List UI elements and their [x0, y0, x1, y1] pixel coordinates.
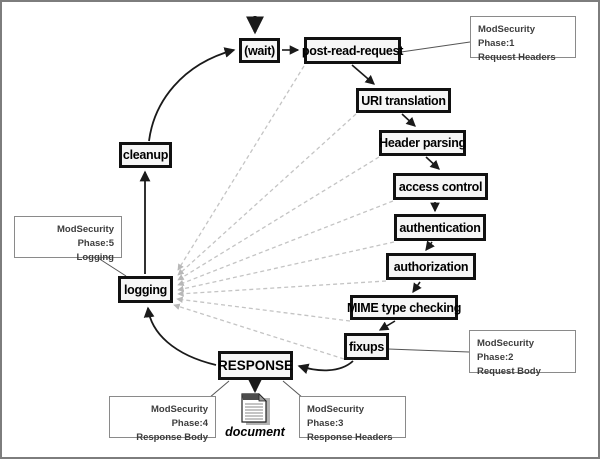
note-line: Response Headers	[307, 431, 393, 443]
note-connectors	[97, 41, 471, 399]
note-line: ModSecurity Phase:1	[478, 24, 536, 49]
dashed-jump-lines	[173, 65, 395, 360]
node-logging: logging	[118, 276, 173, 303]
note-modsecurity-phase3: ModSecurity Phase:3 Response Headers	[299, 396, 406, 443]
note-modsecurity-phase4: ModSecurity Phase:4 Response Body	[109, 396, 216, 443]
flow-arrows	[139, 16, 440, 394]
note-line: ModSecurity Phase:4	[150, 404, 208, 429]
node-uri-translation: URI translation	[356, 88, 451, 113]
note-modsecurity-phase1: ModSecurity Phase:1 Request Headers	[470, 16, 576, 63]
note-line: ModSecurity Phase:5	[56, 224, 114, 249]
node-cleanup: cleanup	[119, 142, 172, 168]
node-wait: (wait)	[239, 38, 280, 63]
node-header-parsing: Header parsing	[379, 130, 466, 156]
note-line: Response Body	[136, 431, 208, 443]
note-line: Logging	[76, 251, 114, 263]
node-fixups: fixups	[344, 333, 389, 360]
node-authentication: authentication	[394, 214, 486, 241]
note-line: Request Body	[477, 365, 541, 377]
node-post-read-request: post-read-request	[302, 37, 403, 64]
node-access-control: access control	[393, 173, 488, 200]
document-label: document	[225, 425, 285, 439]
note-line: ModSecurity Phase:2	[477, 338, 535, 363]
node-authorization: authorization	[386, 253, 476, 280]
node-response: RESPONSE	[218, 351, 293, 380]
node-mime-type-checking: MIME type checking	[347, 295, 461, 320]
note-line: ModSecurity Phase:3	[307, 404, 365, 429]
note-line: Request Headers	[478, 51, 556, 63]
note-modsecurity-phase2: ModSecurity Phase:2 Request Body	[469, 330, 576, 377]
note-modsecurity-phase5: ModSecurity Phase:5 Logging	[14, 216, 122, 263]
document-icon	[241, 393, 270, 425]
